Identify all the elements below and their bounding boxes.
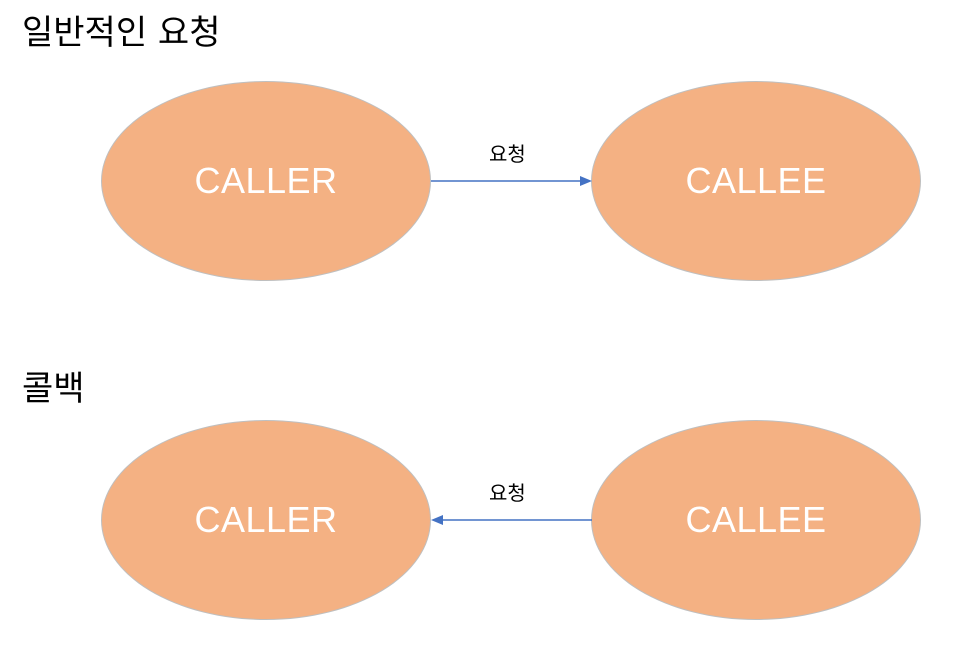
callee-node-label: CALLEE (685, 160, 827, 201)
arrow-label-request-top: 요청 (489, 142, 526, 166)
callee-node-label: CALLEE (685, 499, 827, 540)
arrow-label-request-bottom: 요청 (489, 481, 526, 505)
callee-node-bottom: CALLEE (591, 420, 921, 620)
section-title-normal-request: 일반적인 요청 (22, 13, 221, 53)
caller-node-label: CALLER (194, 499, 338, 540)
caller-node-top: CALLER (101, 81, 431, 281)
callee-node-top: CALLEE (591, 81, 921, 281)
section-title-callback: 콜백 (22, 369, 85, 409)
caller-node-bottom: CALLER (101, 420, 431, 620)
caller-node-label: CALLER (194, 160, 338, 201)
